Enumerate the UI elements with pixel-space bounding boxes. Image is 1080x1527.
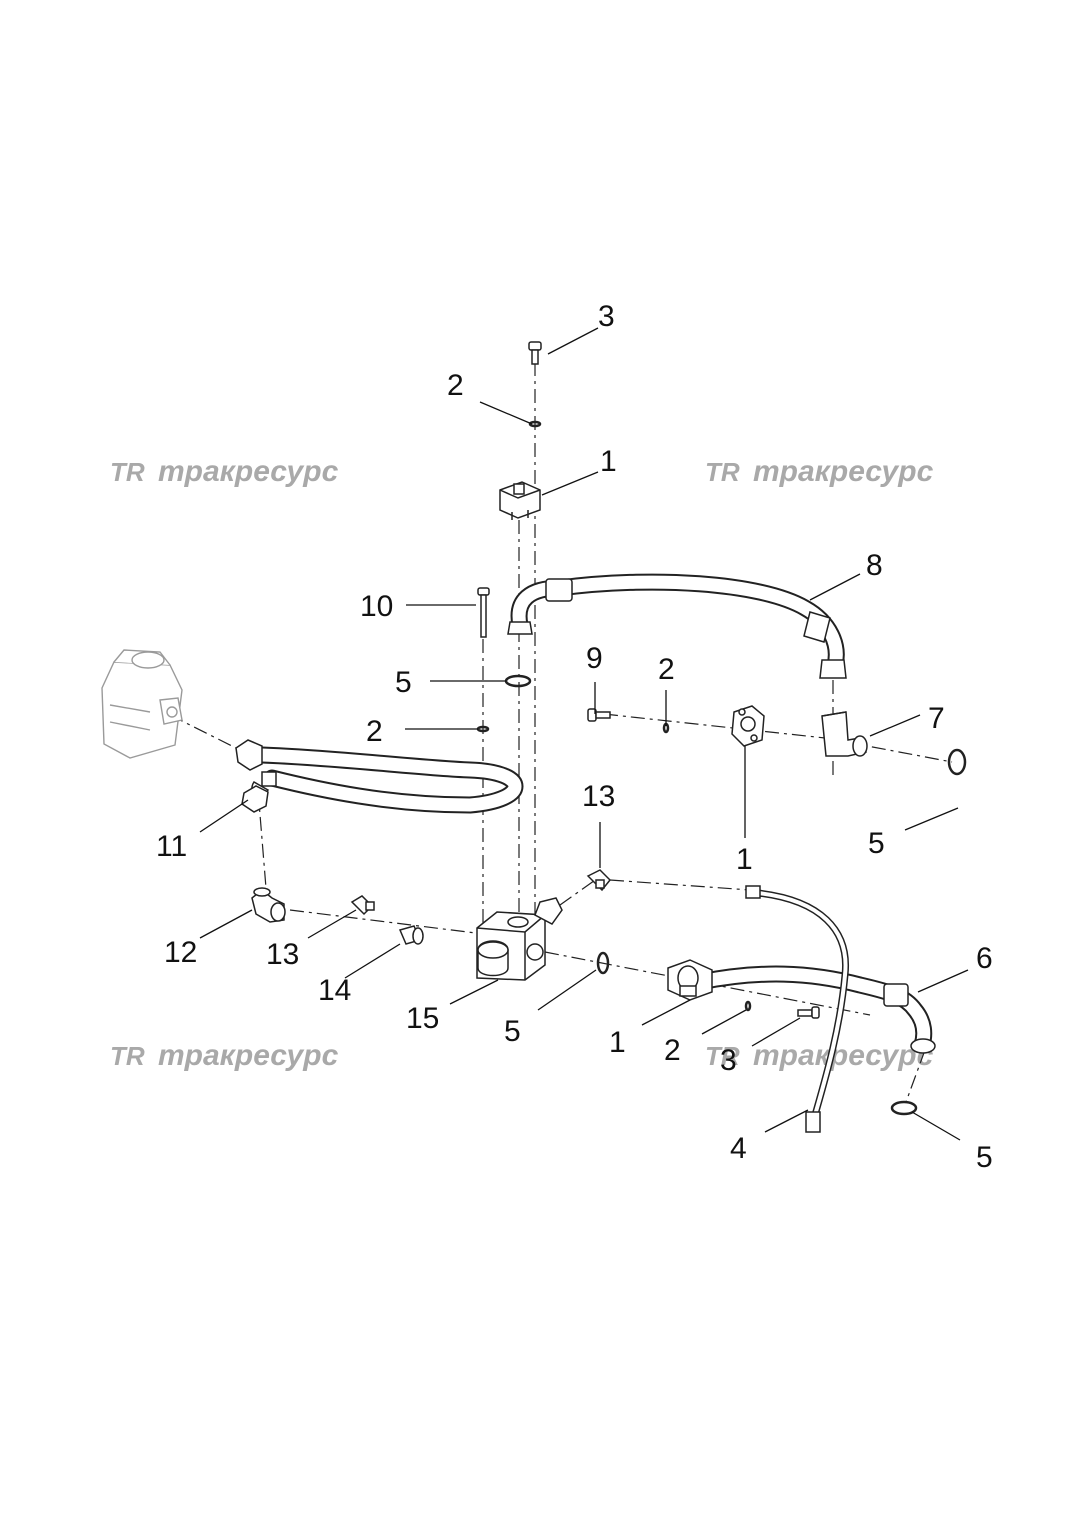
callout-1: 1 <box>609 1026 626 1059</box>
steering-unit-ghost <box>101 649 183 759</box>
fitting-13-right <box>586 869 612 892</box>
hose-8 <box>507 573 847 679</box>
callout-13: 13 <box>266 938 299 971</box>
hose-11 <box>235 739 524 814</box>
watermark-logo: TR <box>705 457 740 487</box>
callout-2: 2 <box>664 1034 681 1067</box>
callout-5: 5 <box>504 1015 521 1048</box>
watermark-logo: TR <box>110 457 145 487</box>
callout-5: 5 <box>868 827 885 860</box>
callout-5: 5 <box>976 1141 993 1174</box>
callout-3: 3 <box>720 1044 737 1077</box>
callout-13: 13 <box>582 780 615 813</box>
watermark-top-right: TR тракресурс <box>705 455 934 488</box>
callout-11: 11 <box>156 830 187 863</box>
bolt-9 <box>587 708 611 722</box>
watermark-text: тракресурс <box>753 455 934 488</box>
callout-12: 12 <box>164 936 197 969</box>
callout-4: 4 <box>730 1132 747 1165</box>
adapter-14 <box>398 925 424 945</box>
callout-14: 14 <box>318 974 351 1007</box>
fitting-13-left <box>350 895 375 916</box>
watermark-text: тракресурс <box>158 455 339 488</box>
watermark-text: тракресурс <box>753 1039 934 1072</box>
hose-4 <box>745 885 850 1133</box>
callout-15: 15 <box>406 1002 439 1035</box>
watermark-bottom-right: TR тракресурс <box>705 1039 934 1072</box>
valve-block-15 <box>476 897 563 981</box>
callout-2: 2 <box>658 653 675 686</box>
callout-6: 6 <box>976 942 993 975</box>
callout-7: 7 <box>928 702 945 735</box>
o-rings-5 <box>504 674 967 1116</box>
callout-9: 9 <box>586 642 603 675</box>
watermark-logo: TR <box>705 1041 740 1071</box>
flange-1-bottom <box>667 959 713 1001</box>
callout-5: 5 <box>395 666 412 699</box>
elbow-12 <box>251 887 286 923</box>
bolt-3-bottom <box>797 1006 820 1019</box>
watermark-logo: TR <box>110 1041 145 1071</box>
callout-2: 2 <box>447 369 464 402</box>
flange-1-top <box>499 481 541 520</box>
callout-2: 2 <box>366 715 383 748</box>
callout-8: 8 <box>866 549 883 582</box>
bolt-10 <box>477 587 490 638</box>
hose-6 <box>691 965 936 1054</box>
callouts: 3 2 1 8 10 5 9 2 7 2 5 1 13 11 6 12 13 1… <box>156 300 993 1174</box>
callout-1: 1 <box>600 445 617 478</box>
watermark-bottom-left: TR тракресурс <box>110 1039 339 1072</box>
bolt-3-top <box>528 341 542 365</box>
watermark-text: тракресурс <box>158 1039 339 1072</box>
callout-10: 10 <box>360 590 393 623</box>
watermark-top-left: TR тракресурс <box>110 455 339 488</box>
callout-3: 3 <box>598 300 615 333</box>
elbow-7 <box>821 711 868 757</box>
flange-1-right <box>731 705 765 747</box>
leader-lines <box>199 327 969 1141</box>
callout-1: 1 <box>736 843 753 876</box>
